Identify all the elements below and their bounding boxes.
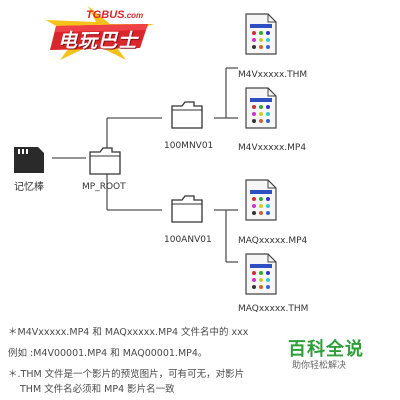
note-line: ＊M4Vxxxxx.MP4 和 MAQxxxxx.MP4 文件名中的 xxx <box>8 327 249 338</box>
folder-a-label: 100MNV01 <box>164 141 214 151</box>
root-folder-label: MP_ROOT <box>82 182 126 192</box>
note-line: ＊.THM 文件是一个影片的预览图片，可有可无，对影片 <box>8 369 245 380</box>
tgbus-logo: TGBUS.com 电玩巴士 <box>36 2 161 66</box>
file-icon-mp4-b <box>244 178 278 226</box>
logo-brand-text: 电玩巴士 <box>58 30 139 52</box>
watermark-title: 百科全说 <box>288 339 364 360</box>
logo-site-name: TGBUS.com <box>86 9 144 21</box>
file-label: MAQxxxxx.MP4 <box>238 236 308 246</box>
device-label: 记忆棒 <box>14 182 44 193</box>
logo-star-graphic <box>46 6 154 60</box>
watermark-subtitle: 助你轻松解决 <box>292 361 347 371</box>
file-icon-mp4-a <box>244 86 278 134</box>
file-icon-thm-b <box>244 252 278 300</box>
file-label: M4Vxxxxx.MP4 <box>238 143 307 153</box>
note-line: 例如 :M4V00001.MP4 和 MAQ00001.MP4。 <box>8 348 208 359</box>
folder-a-icon <box>170 100 204 134</box>
note-line: THM 文件名必须和 MP4 影片名一致 <box>20 384 175 395</box>
file-icon-thm-a <box>244 12 278 60</box>
file-label: MAQxxxxx.THM <box>238 304 309 314</box>
folder-b-label: 100ANV01 <box>164 235 212 245</box>
watermark-badge: 百科全说 助你轻松解决 <box>278 332 384 376</box>
file-label: M4Vxxxxx.THM <box>238 70 308 80</box>
memory-stick-icon <box>12 145 46 179</box>
root-folder-icon <box>88 146 122 180</box>
folder-b-icon <box>170 194 204 228</box>
